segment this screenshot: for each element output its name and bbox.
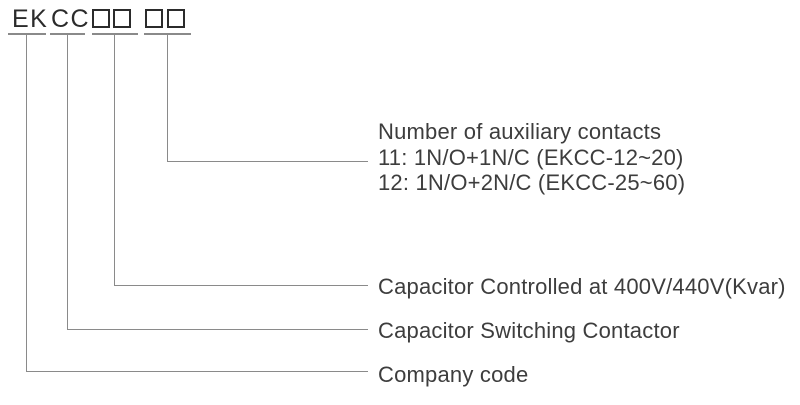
aux-contacts-option-12: 12: 1N/O+2N/C (EKCC-25~60)	[378, 170, 686, 195]
branch-line-capacitor-rating	[114, 35, 368, 286]
label-capacitor-rating: Capacitor Controlled at 400V/440V(Kvar)	[378, 274, 786, 299]
code-underline-rating	[92, 33, 138, 35]
code-placeholder-box-2	[113, 9, 131, 28]
aux-contacts-title: Number of auxiliary contacts	[378, 119, 662, 144]
code-placeholder-box-4	[167, 9, 185, 28]
branch-line-aux-contacts	[166, 35, 368, 162]
label-company-code: Company code	[378, 362, 529, 387]
code-underline-company	[8, 33, 46, 35]
code-segment-company: EK	[12, 5, 49, 33]
code-underline-product	[50, 33, 85, 35]
code-placeholder-box-1	[92, 9, 110, 28]
label-contactor-type: Capacitor Switching Contactor	[378, 318, 680, 343]
label-aux-contacts: Number of auxiliary contacts 11: 1N/O+1N…	[378, 119, 685, 196]
code-segment-product: CC	[51, 5, 91, 33]
branch-line-company-code	[26, 35, 368, 372]
branch-line-contactor-type	[67, 35, 368, 330]
aux-contacts-option-11: 11: 1N/O+1N/C (EKCC-12~20)	[378, 144, 684, 170]
code-underline-aux	[144, 33, 191, 35]
code-placeholder-box-3	[145, 9, 163, 28]
